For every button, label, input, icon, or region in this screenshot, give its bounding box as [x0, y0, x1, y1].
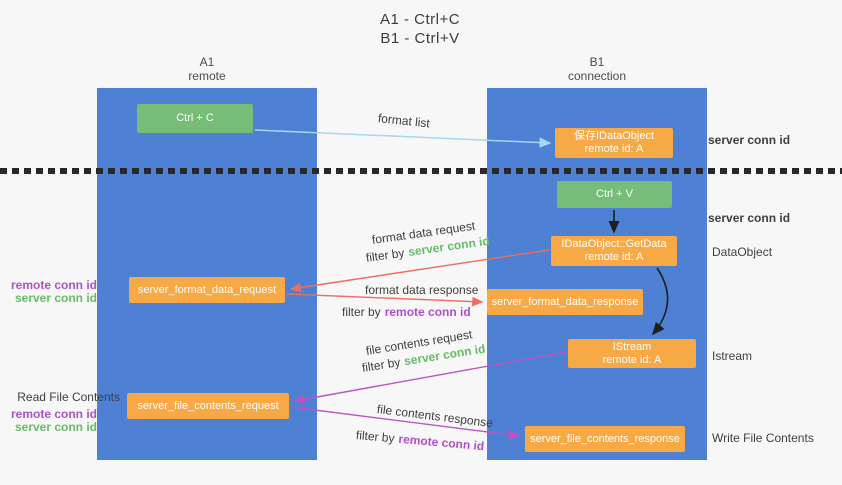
filter-by-text: filter by	[342, 305, 381, 319]
side-label-read-file-contents: Read File Contents	[17, 390, 120, 404]
node-istream-line2: remote id: A	[602, 353, 662, 366]
dotted-separator-line	[0, 168, 842, 174]
server-conn-id-text: server conn id	[14, 291, 97, 305]
side-label-write-file-contents: Write File Contents	[712, 431, 814, 445]
diagram-title: A1 - Ctrl+C B1 - Ctrl+V	[330, 10, 510, 48]
node-server-format-data-response-label: server_format_data_response	[491, 295, 639, 308]
node-ctrl-v: Ctrl + V	[557, 181, 672, 208]
remote-conn-id-text: remote conn id	[10, 407, 97, 421]
node-save-idataobject-line2: remote id: A	[584, 143, 644, 155]
diagram-title-line1: A1 - Ctrl+C	[379, 11, 461, 28]
node-save-idataobject-line1: 保存IDataObject	[573, 130, 655, 142]
column-header-a1: A1 remote	[97, 55, 317, 83]
side-label-server-conn-id-ctrlv: server conn id	[708, 211, 791, 225]
node-server-file-contents-response: server_file_contents_response	[525, 426, 685, 452]
column-header-b1-role: connection	[567, 69, 627, 83]
column-header-b1-name: B1	[589, 55, 605, 69]
label-file-contents-response: file contents response	[376, 402, 494, 431]
remote-conn-id-text: remote conn id	[397, 431, 485, 454]
remote-conn-id-text: remote conn id	[10, 278, 97, 292]
node-server-format-data-request-label: server_format_data_request	[137, 283, 277, 296]
column-header-a1-role: remote	[188, 69, 226, 83]
filter-by-text: filter by	[360, 355, 402, 375]
remote-conn-id-text: remote conn id	[384, 305, 471, 319]
side-label-istream: Istream	[712, 349, 753, 363]
node-idataobject-getdata-line1: IDataObject::GetData	[561, 238, 667, 250]
node-server-format-data-request: server_format_data_request	[129, 277, 285, 303]
node-ctrl-c: Ctrl + C	[137, 104, 253, 133]
left-conn-ids-file: remote conn id server conn id	[0, 408, 97, 434]
side-label-dataobject: DataObject	[712, 245, 773, 259]
node-ctrl-c-label: Ctrl + C	[176, 112, 214, 124]
label-format-data-response: format data response	[365, 283, 479, 297]
node-idataobject-getdata-line2: remote id: A	[584, 251, 644, 263]
node-server-format-data-response: server_format_data_response	[487, 289, 643, 315]
node-save-idataobject: 保存IDataObject remote id: A	[555, 128, 673, 158]
node-idataobject-getdata: IDataObject::GetData remote id: A	[551, 236, 677, 266]
node-server-file-contents-response-label: server_file_contents_response	[530, 432, 680, 445]
node-server-file-contents-request: server_file_contents_request	[127, 393, 289, 419]
filter-by-text: filter by	[355, 428, 396, 446]
server-conn-id-text: server conn id	[14, 420, 97, 434]
column-header-b1: B1 connection	[487, 55, 707, 83]
diagram-title-line2: B1 - Ctrl+V	[380, 30, 460, 47]
left-conn-ids-format: remote conn id server conn id	[0, 279, 97, 305]
node-server-file-contents-request-label: server_file_contents_request	[137, 399, 279, 412]
node-ctrl-v-label: Ctrl + V	[596, 188, 633, 200]
column-header-a1-name: A1	[199, 55, 215, 69]
side-label-server-conn-id-top: server conn id	[708, 133, 791, 147]
filter-by-text: filter by	[365, 245, 406, 265]
node-istream-line1: IStream	[612, 340, 652, 353]
node-istream: IStream remote id: A	[568, 339, 696, 368]
label-format-list: format list	[377, 111, 431, 131]
